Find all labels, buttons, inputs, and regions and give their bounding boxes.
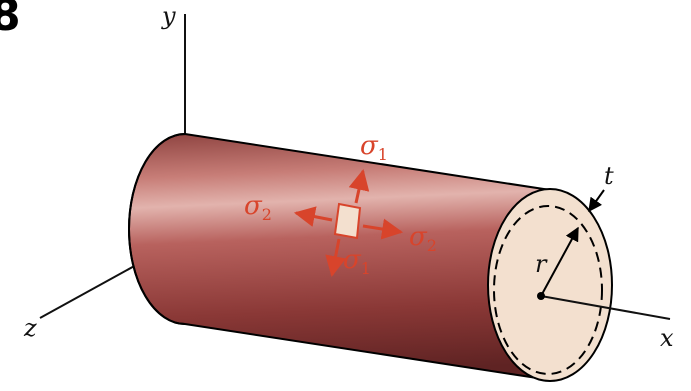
z-axis: z	[23, 263, 139, 342]
sigma2-arrow-right	[362, 218, 404, 240]
corner-text: 8	[0, 0, 21, 41]
cylinder-left-edge	[128, 133, 186, 325]
sigma1-label-bottom: σ1	[343, 245, 371, 278]
y-axis: y	[161, 2, 186, 142]
radius-indicator: r	[535, 226, 579, 300]
y-axis-label: y	[161, 2, 176, 30]
x-axis: x	[540, 295, 674, 352]
thickness-indicator: t	[588, 162, 614, 213]
thickness-label: t	[604, 162, 614, 190]
inner-wall-dashed	[493, 205, 603, 375]
x-axis-label: x	[660, 324, 674, 352]
sigma2-label-right: σ2	[409, 222, 437, 255]
stress-element-square	[333, 202, 362, 240]
sigma1-label-top: σ1	[360, 131, 388, 164]
cylinder-end-face	[487, 188, 613, 382]
sigma1-arrow-up	[348, 168, 370, 204]
sigma1-arrow-down	[325, 238, 346, 278]
sigma2-arrow-left	[293, 206, 333, 227]
z-axis-label: z	[23, 314, 37, 342]
sigma2-label-left: σ2	[244, 191, 272, 224]
radius-label: r	[535, 250, 548, 278]
stress-element: σ1 σ1 σ2 σ2	[244, 131, 437, 278]
cylinder	[128, 132, 613, 382]
